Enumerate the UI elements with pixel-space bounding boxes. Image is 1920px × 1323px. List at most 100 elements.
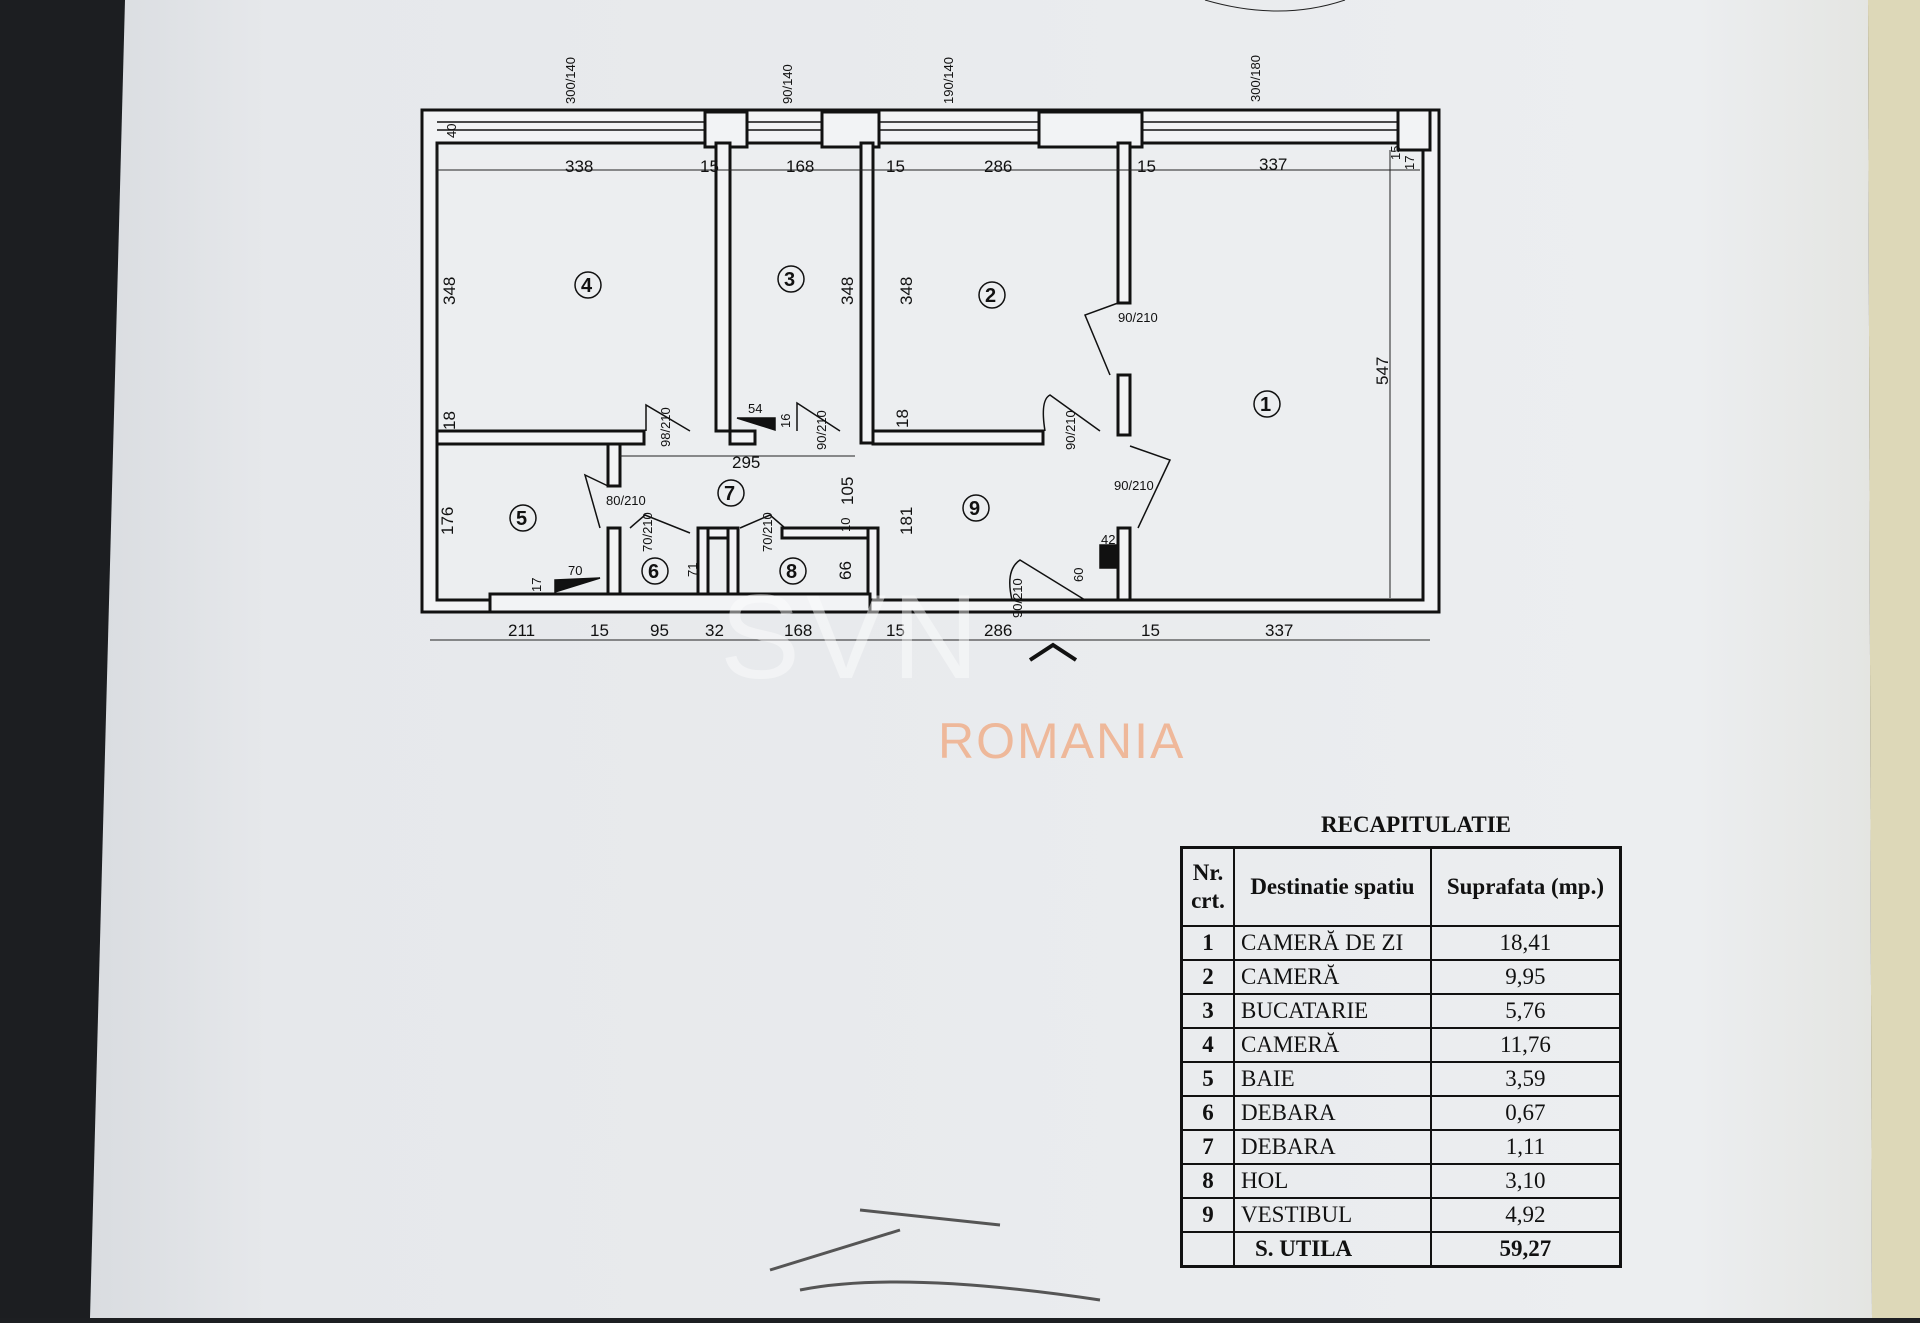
svg-text:70/210: 70/210 (640, 512, 655, 552)
paper-edge (1868, 0, 1920, 1318)
room-label-9: 9 (962, 494, 990, 522)
svg-text:17: 17 (529, 578, 544, 592)
svg-text:348: 348 (440, 277, 459, 305)
svg-text:348: 348 (897, 277, 916, 305)
recap-table-section: RECAPITULATIE Nr. crt. Destinatie spatiu… (1180, 812, 1622, 1268)
svg-text:168: 168 (786, 157, 814, 176)
svg-text:286: 286 (984, 157, 1012, 176)
svg-text:9: 9 (969, 498, 980, 520)
svg-text:10: 10 (838, 518, 853, 532)
svg-text:15: 15 (886, 621, 905, 640)
watermark-country: ROMANIA (938, 713, 1186, 769)
svg-text:60: 60 (1071, 568, 1086, 582)
svg-text:70/210: 70/210 (760, 512, 775, 552)
stamp-fragment (1204, 0, 1346, 12)
watermark-logo: SVN (720, 570, 985, 704)
svg-text:66: 66 (836, 561, 855, 580)
header-nr: Nr. crt. (1180, 846, 1235, 927)
svg-text:348: 348 (838, 277, 857, 305)
svg-text:105: 105 (838, 477, 857, 505)
svg-text:90/210: 90/210 (1010, 578, 1025, 618)
svg-text:1: 1 (1260, 394, 1271, 416)
svg-text:300/140: 300/140 (563, 57, 578, 104)
room-label-2: 2 (978, 281, 1006, 309)
signature-fragment (769, 1208, 1101, 1302)
svg-text:338: 338 (565, 157, 593, 176)
svg-text:181: 181 (897, 507, 916, 535)
bottom-dimensions: 211 15 95 32 168 15 286 15 337 (508, 621, 1293, 640)
svg-text:7: 7 (724, 483, 735, 505)
svg-text:32: 32 (705, 621, 724, 640)
svg-text:300/180: 300/180 (1248, 55, 1263, 102)
table-header-row: Nr. crt. Destinatie spatiu Suprafata (mp… (1180, 846, 1622, 927)
room-numbers: 4 3 2 1 5 7 6 8 9 (509, 265, 1281, 585)
door-swings (554, 302, 1172, 601)
recap-table: Nr. crt. Destinatie spatiu Suprafata (mp… (1180, 846, 1622, 1268)
svg-text:71: 71 (685, 563, 700, 577)
svg-text:295: 295 (732, 453, 760, 472)
svg-text:2: 2 (985, 285, 996, 307)
vertical-dimensions: 348 348 348 547 18 18 176 105 181 66 10 … (438, 277, 1392, 592)
svg-text:4: 4 (581, 275, 593, 297)
svg-text:90/210: 90/210 (1118, 310, 1158, 325)
north-arrow-icon (1028, 642, 1078, 662)
svg-text:95: 95 (650, 621, 669, 640)
svg-text:8: 8 (786, 561, 797, 583)
svg-text:90/140: 90/140 (780, 64, 795, 104)
svg-text:15: 15 (1137, 157, 1156, 176)
room-label-8: 8 (779, 557, 807, 585)
svg-text:3: 3 (784, 269, 795, 291)
svg-text:90/210: 90/210 (1063, 410, 1078, 450)
svg-text:15: 15 (700, 157, 719, 176)
svg-text:211: 211 (508, 621, 535, 640)
svg-text:15: 15 (886, 157, 905, 176)
walls (420, 108, 1441, 614)
svg-text:176: 176 (438, 507, 457, 535)
svg-text:40: 40 (444, 124, 459, 138)
room-label-4: 4 (574, 271, 602, 299)
svg-text:16: 16 (778, 414, 793, 428)
window-labels: 300/140 90/140 190/140 300/180 (563, 55, 1263, 104)
svg-text:6: 6 (648, 561, 659, 583)
svg-text:5: 5 (516, 508, 527, 530)
svg-text:90/210: 90/210 (814, 410, 829, 450)
room-label-6: 6 (641, 557, 669, 585)
svg-text:547: 547 (1373, 357, 1392, 385)
svg-text:15: 15 (1388, 146, 1403, 160)
room-label-7: 7 (717, 479, 745, 507)
dimension-lines (430, 150, 1430, 641)
svg-text:42: 42 (1101, 532, 1115, 547)
svg-text:168: 168 (784, 621, 812, 640)
top-dimensions: 338 15 168 15 286 15 337 15 17 40 (444, 124, 1417, 176)
door-labels: 98/210 90/210 90/210 90/210 90/210 80/21… (606, 310, 1158, 618)
svg-text:90/210: 90/210 (1114, 478, 1154, 493)
room-label-3: 3 (777, 265, 805, 293)
svg-text:15: 15 (1141, 621, 1160, 640)
svg-text:190/140: 190/140 (941, 57, 956, 104)
svg-text:18: 18 (440, 411, 459, 430)
svg-text:18: 18 (893, 409, 912, 428)
svg-text:80/210: 80/210 (606, 493, 646, 508)
header-dest: Destinatie spatiu (1233, 846, 1432, 927)
svg-text:54: 54 (748, 401, 762, 416)
svg-text:337: 337 (1259, 155, 1287, 174)
svg-text:286: 286 (984, 621, 1012, 640)
header-area: Suprafata (mp.) (1429, 846, 1622, 927)
svg-text:17: 17 (1402, 156, 1417, 170)
svg-text:15: 15 (590, 621, 609, 640)
svg-text:337: 337 (1265, 621, 1293, 640)
room-label-1: 1 (1253, 390, 1281, 418)
svg-text:70: 70 (568, 563, 582, 578)
room-label-5: 5 (509, 504, 537, 532)
